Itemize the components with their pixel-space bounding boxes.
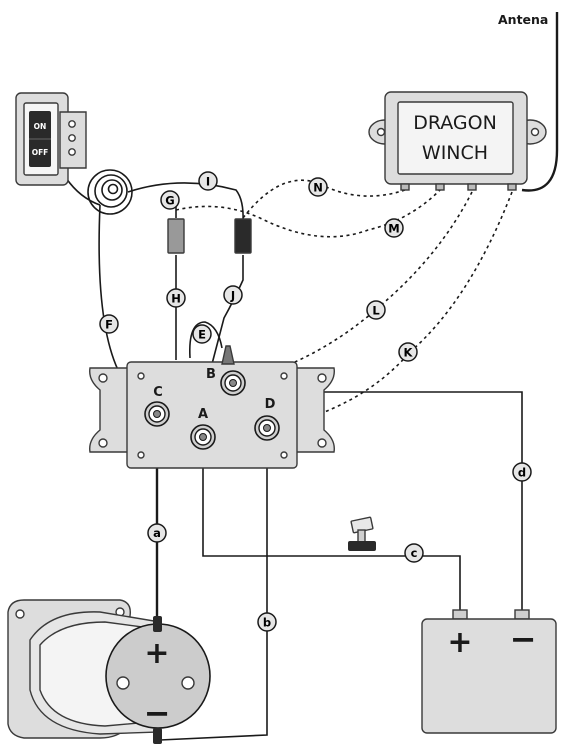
wire-label-markers: I G N M H J L F bbox=[99, 171, 532, 632]
wire-m bbox=[175, 189, 441, 238]
label-i-text: I bbox=[206, 175, 210, 189]
terminal-d-label: D bbox=[265, 397, 276, 412]
label-i: I bbox=[198, 171, 218, 191]
relay-plug-grey bbox=[167, 218, 185, 254]
label-b-text: b bbox=[263, 616, 271, 630]
label-j: J bbox=[223, 285, 243, 305]
relay-plug-black bbox=[234, 218, 252, 254]
switch-off-label: OFF bbox=[32, 148, 49, 157]
antenna-label: Antena bbox=[498, 12, 548, 27]
label-g: G bbox=[160, 190, 180, 210]
battery-plus: + bbox=[447, 625, 472, 660]
control-box: DRAGON WINCH bbox=[368, 91, 547, 191]
terminal-b-label: B bbox=[206, 367, 216, 382]
label-k: K bbox=[398, 342, 418, 362]
control-box-title-line2: WINCH bbox=[422, 142, 488, 164]
terminal-d bbox=[254, 415, 280, 441]
label-m-text: M bbox=[388, 222, 399, 236]
label-f-text: F bbox=[105, 318, 113, 332]
control-box-title-line1: DRAGON bbox=[413, 112, 497, 134]
label-a: a bbox=[147, 523, 167, 543]
battery-minus: − bbox=[510, 620, 537, 658]
motor-minus: − bbox=[144, 694, 171, 732]
wire-e bbox=[188, 321, 223, 359]
label-e: E bbox=[192, 324, 212, 344]
motor-plus: + bbox=[144, 636, 169, 671]
contactor bbox=[89, 345, 335, 469]
label-b: b bbox=[257, 612, 277, 632]
label-a-text: a bbox=[153, 526, 161, 540]
terminal-c-label: C bbox=[153, 385, 163, 400]
wire-n bbox=[242, 179, 406, 219]
label-l-text: L bbox=[372, 304, 380, 318]
label-n: N bbox=[308, 177, 328, 197]
label-d: d bbox=[512, 462, 532, 482]
label-d-text: d bbox=[518, 466, 526, 480]
terminal-a-label: A bbox=[198, 407, 208, 422]
label-c-text: c bbox=[411, 546, 418, 560]
label-k-text: K bbox=[404, 346, 414, 360]
label-e-text: E bbox=[198, 328, 206, 342]
switch-on-label: ON bbox=[34, 122, 47, 131]
label-f: F bbox=[99, 314, 119, 334]
terminal-c bbox=[144, 401, 170, 427]
coil-icon bbox=[87, 169, 133, 215]
terminal-a bbox=[190, 424, 216, 450]
antenna-wire bbox=[521, 12, 559, 192]
label-l: L bbox=[366, 300, 386, 320]
rocker-switch-icon: ON OFF bbox=[15, 92, 87, 186]
wire-c bbox=[202, 445, 461, 612]
wire-b bbox=[159, 440, 268, 741]
battery-icon: + − bbox=[421, 609, 557, 734]
label-h-text: H bbox=[171, 292, 181, 306]
label-g-text: G bbox=[165, 194, 174, 208]
label-c: c bbox=[404, 543, 424, 563]
wire-i bbox=[127, 182, 244, 223]
label-m: M bbox=[384, 218, 404, 238]
wire-d bbox=[240, 391, 523, 612]
wire-l bbox=[239, 191, 473, 383]
terminal-b bbox=[220, 370, 246, 396]
motor-icon: + − bbox=[7, 599, 211, 744]
label-j-text: J bbox=[230, 289, 235, 303]
label-n-text: N bbox=[313, 181, 323, 195]
label-h: H bbox=[166, 288, 186, 308]
isolator-switch-icon bbox=[348, 516, 376, 551]
